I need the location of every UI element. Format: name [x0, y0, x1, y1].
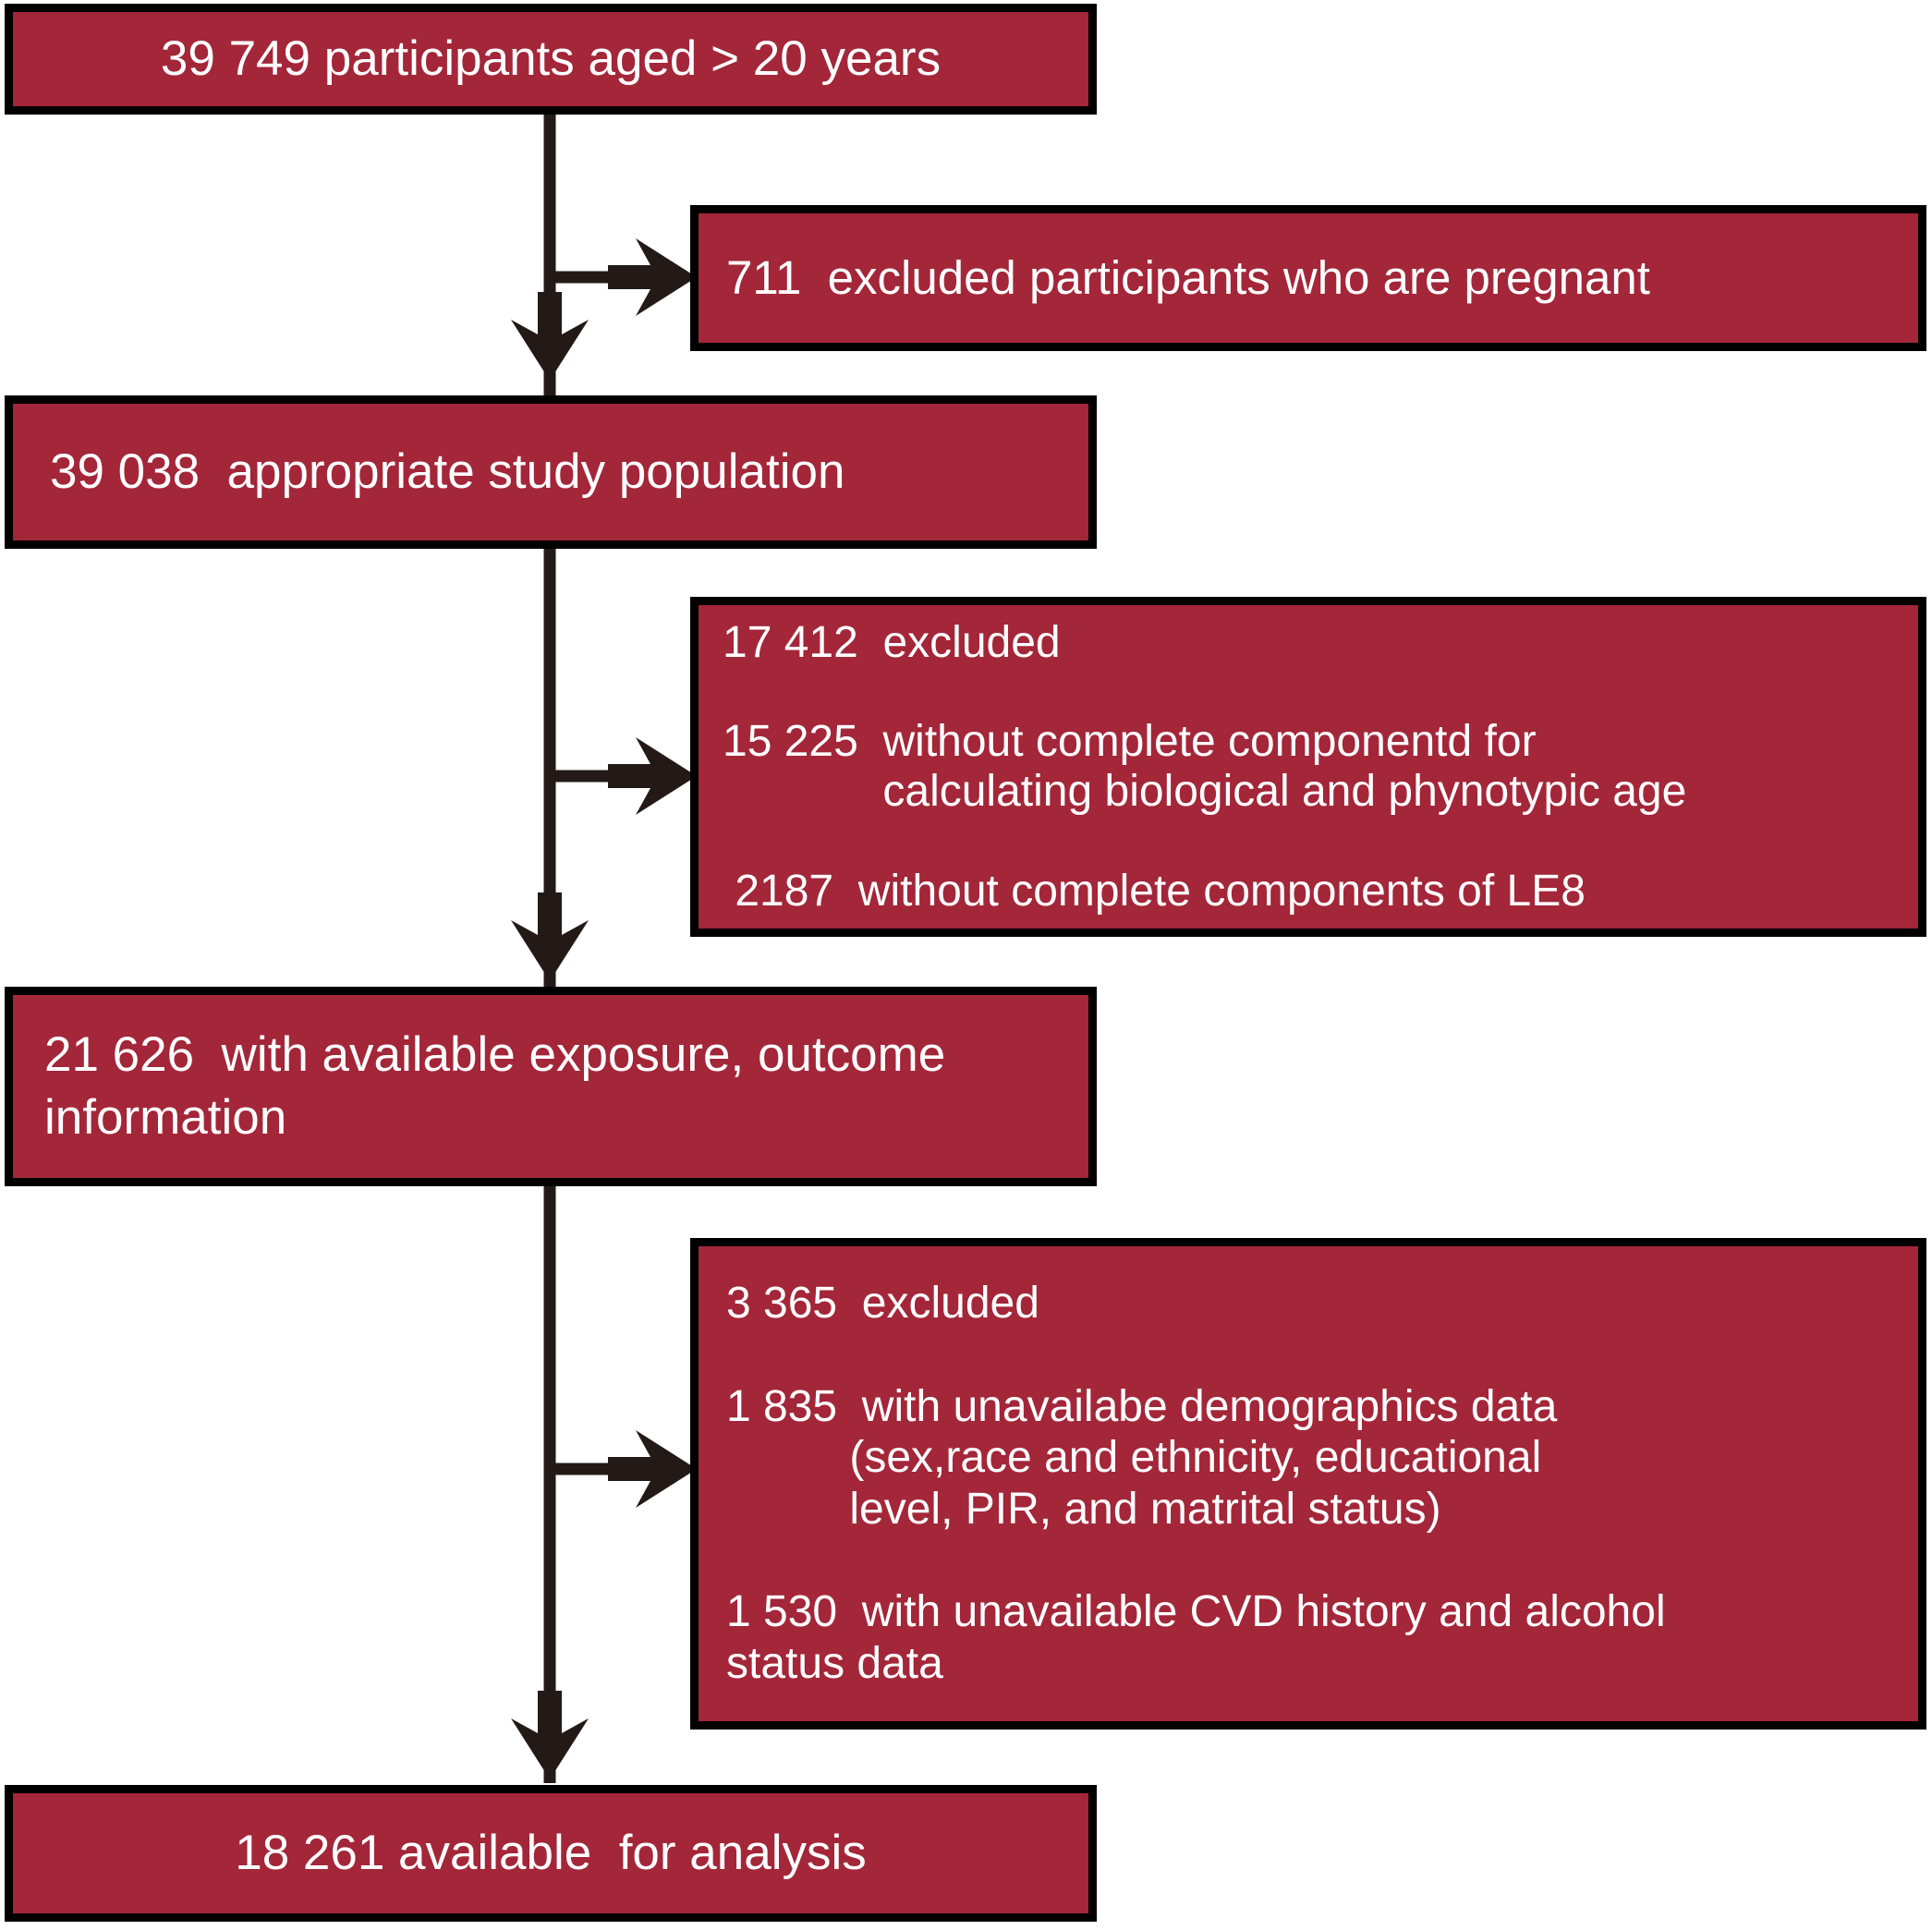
node-total-participants: 39 749 participants aged > 20 years [5, 4, 1097, 115]
arrowhead-down-to-study-population [511, 292, 589, 381]
node-appropriate-study-population-label: 39 038 appropriate study population [50, 443, 845, 499]
arrowhead-right-to-components-excluded [608, 737, 697, 815]
node-appropriate-study-population: 39 038 appropriate study population [5, 395, 1097, 549]
node-excluded-pregnant-label: 711 excluded participants who are pregna… [726, 250, 1650, 304]
node-available-exposure-outcome: 21 626 with available exposure, outcome … [5, 987, 1097, 1186]
node-excluded-pregnant: 711 excluded participants who are pregna… [690, 205, 1926, 351]
node-excluded-missing-components: 17 412 excluded 15 225 without complete … [690, 597, 1926, 937]
node-available-for-analysis: 18 261 available for analysis [5, 1785, 1097, 1922]
node-excluded-missing-components-label: 17 412 excluded 15 225 without complete … [723, 617, 1687, 916]
arrowhead-right-to-pregnant-excluded [608, 238, 697, 316]
arrowhead-right-to-demographics-excluded [608, 1430, 697, 1508]
node-total-participants-label: 39 749 participants aged > 20 years [160, 30, 942, 86]
arrowhead-down-to-available-exposure [511, 892, 589, 981]
arrowhead-down-to-available-analysis [511, 1691, 589, 1779]
node-available-for-analysis-label: 18 261 available for analysis [235, 1825, 867, 1880]
node-available-exposure-outcome-label: 21 626 with available exposure, outcome … [44, 1027, 946, 1145]
node-excluded-demographics-cvd-label: 3 365 excluded 1 835 with unavailabe dem… [726, 1279, 1666, 1689]
node-excluded-demographics-cvd: 3 365 excluded 1 835 with unavailabe dem… [690, 1238, 1926, 1730]
